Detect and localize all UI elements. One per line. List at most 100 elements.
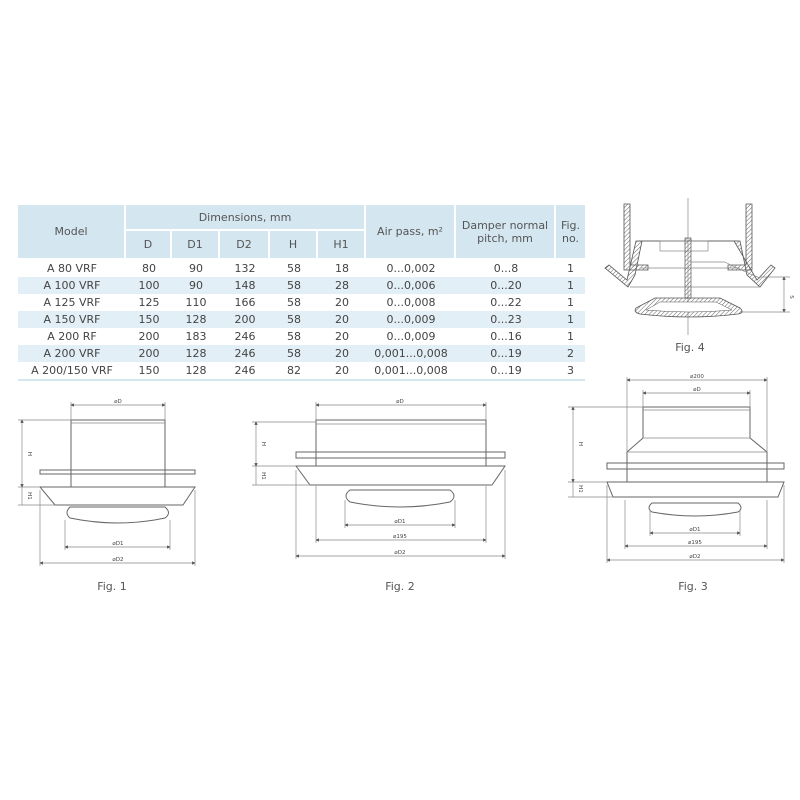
cell-d2: 132 (234, 262, 256, 275)
cell-air-pass: 0...0,006 (366, 277, 456, 294)
cell-d: 200 (126, 345, 172, 362)
cell-air-pass: 0...0,002 (386, 262, 436, 275)
cell-h1: 20 (335, 330, 349, 343)
collar-right (733, 240, 776, 288)
damper-disk (345, 489, 455, 508)
cell-model: A 80 VRF (46, 262, 97, 275)
damper-disk (648, 502, 742, 517)
figure-3: ⌀200 ⌀D ⌀D1 ⌀195 ⌀D2 H H1 Fig. 3 (568, 374, 785, 593)
duct-pipe (70, 419, 166, 488)
caption-fig-4: Fig. 4 (675, 341, 705, 354)
cell-fig-no: 1 (556, 311, 585, 328)
cell-d1: 128 (172, 311, 220, 328)
cell-d: 150 (126, 311, 172, 328)
cell-h: 58 (270, 311, 318, 328)
cell-damper-pitch: 0...23 (456, 311, 556, 328)
cell-model: A 150 VRF (18, 311, 126, 328)
label-d2: ⌀D2 (394, 550, 405, 556)
label-d195: ⌀195 (393, 534, 407, 540)
cell-h: 58 (287, 296, 301, 309)
cell-fig-no: 2 (556, 345, 585, 362)
cell-h: 58 (287, 330, 301, 343)
cell-d1: 128 (172, 362, 220, 381)
label-h1: H1 (26, 492, 32, 500)
flange (295, 451, 506, 459)
cell-air-pass: 0...0,009 (386, 330, 436, 343)
cell-fig-no: 1 (567, 296, 574, 309)
label-d1: ⌀D1 (394, 519, 405, 525)
cell-d2: 148 (220, 277, 270, 294)
label-d: ⌀D (693, 387, 701, 393)
ceiling-wall-right (727, 203, 753, 271)
label-h1: H1 (260, 472, 266, 480)
cell-h1: 20 (318, 311, 366, 328)
label-d: ⌀D (396, 399, 404, 405)
cell-model: A 125 VRF (43, 296, 101, 309)
header-d2: D2 (220, 231, 270, 260)
label-d200: ⌀200 (690, 374, 704, 380)
header-h: H (270, 231, 318, 260)
cell-d1: 183 (185, 330, 207, 343)
cell-d: 100 (126, 277, 172, 294)
cell-model: A 100 VRF (18, 277, 126, 294)
label-h1: H1 (577, 485, 583, 493)
cell-d2: 166 (234, 296, 256, 309)
caption-fig-2: Fig. 2 (385, 580, 415, 593)
damper-disk (66, 506, 169, 524)
caption-fig-3: Fig. 3 (678, 580, 708, 593)
label-d1: ⌀D1 (689, 527, 700, 533)
cell-d2: 246 (220, 362, 270, 381)
flange (606, 462, 785, 470)
collar (606, 481, 785, 498)
cell-damper-pitch: 0...22 (490, 296, 522, 309)
cell-fig-no: 3 (556, 362, 585, 381)
collar (295, 465, 506, 486)
cell-model: A 200/150 VRF (18, 362, 126, 381)
cell-damper-pitch: 0...16 (490, 330, 522, 343)
ceiling-wall-left (623, 203, 649, 271)
cell-damper-pitch: 0...19 (456, 362, 556, 381)
cell-h: 58 (270, 345, 318, 362)
label-d1: ⌀D1 (112, 541, 123, 547)
cell-h1: 28 (318, 277, 366, 294)
cell-fig-no: 1 (567, 262, 574, 275)
label-d2: ⌀D2 (112, 557, 123, 563)
header-damper: Damper normal pitch, mm (456, 205, 556, 260)
cell-damper-pitch: 0...20 (456, 277, 556, 294)
cell-d1: 90 (189, 262, 203, 275)
cell-h1: 18 (335, 262, 349, 275)
cell-h1: 20 (335, 296, 349, 309)
header-d1: D1 (172, 231, 220, 260)
label-d2: ⌀D2 (689, 554, 700, 560)
specifications-table: Model Dimensions, mm Air pass, m² Damper… (18, 205, 585, 381)
figure-2: ⌀D ⌀D1 ⌀195 ⌀D2 H H1 Fig. 2 (252, 399, 506, 593)
cell-model: A 200 VRF (18, 345, 126, 362)
cell-h: 58 (287, 262, 301, 275)
figure-1: ⌀D ⌀D1 ⌀D2 H H1 Fig. 1 (18, 399, 196, 593)
duct-pipe (315, 419, 487, 467)
cell-air-pass: 0...0,009 (366, 311, 456, 328)
figure-4: S Fig. 4 (604, 198, 794, 354)
label-d: ⌀D (114, 399, 122, 405)
reducer-body (626, 406, 768, 483)
label-s: S (788, 295, 794, 299)
cell-d: 80 (142, 262, 156, 275)
cell-h1: 20 (318, 345, 366, 362)
cell-d: 200 (138, 330, 160, 343)
cell-air-pass: 0...0,008 (386, 296, 436, 309)
cell-d1: 110 (185, 296, 207, 309)
cell-d2: 200 (220, 311, 270, 328)
header-air-pass: Air pass, m² (366, 205, 456, 260)
label-h: H (260, 442, 266, 446)
caption-fig-1: Fig. 1 (97, 580, 127, 593)
cell-fig-no: 1 (567, 330, 574, 343)
header-d: D (126, 231, 172, 260)
cell-d1: 90 (172, 277, 220, 294)
cell-h: 82 (270, 362, 318, 381)
collar (38, 486, 196, 506)
